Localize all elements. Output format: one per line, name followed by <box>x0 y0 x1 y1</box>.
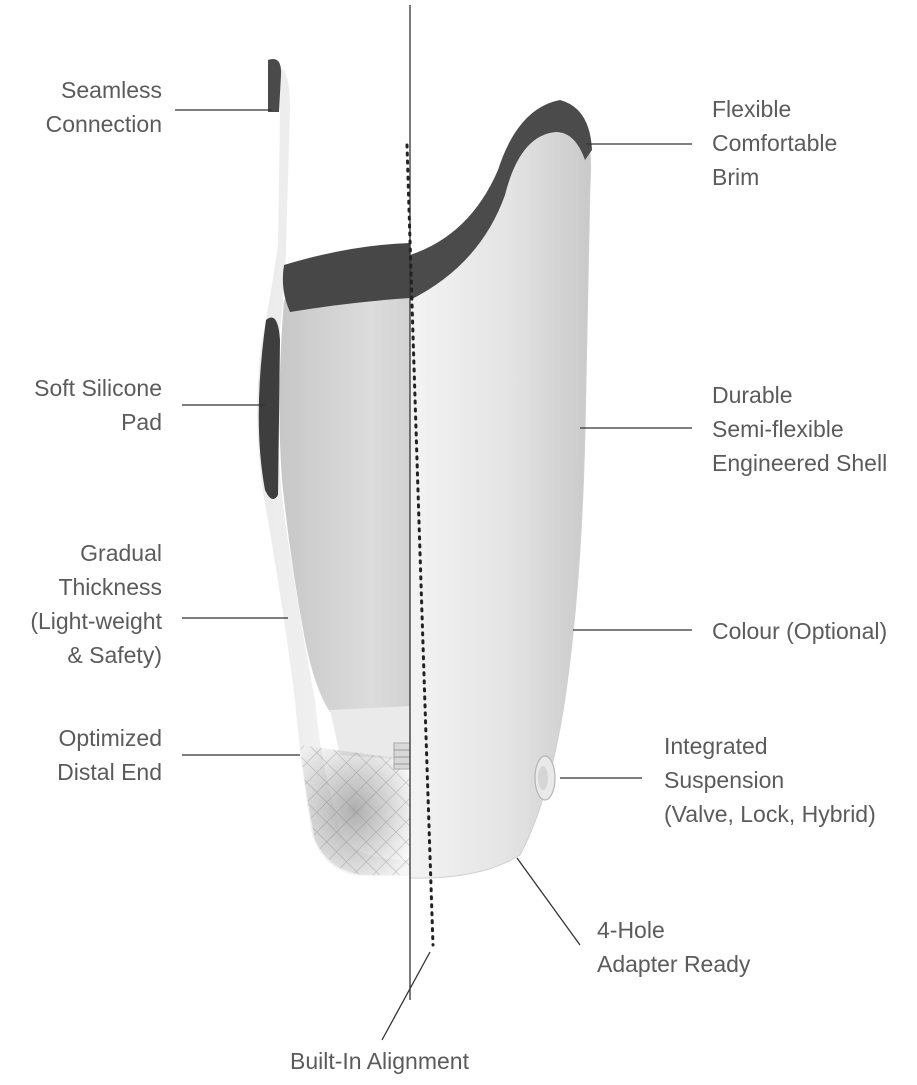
leader-four-hole-adapter <box>517 858 580 945</box>
callout-line: Soft Silicone <box>34 371 162 405</box>
callout-integrated-suspension: Integrated Suspension (Valve, Lock, Hybr… <box>664 729 876 831</box>
callout-line: Distal End <box>57 755 162 789</box>
callout-line: Thickness <box>30 570 162 604</box>
callout-line: Gradual <box>30 536 162 570</box>
adapter-bolt <box>394 743 410 769</box>
outer-shell <box>410 105 591 878</box>
callout-line: Optimized <box>57 721 162 755</box>
callout-durable-shell: Durable Semi-flexible Engineered Shell <box>712 378 887 480</box>
callout-optimized-distal-end: Optimized Distal End <box>57 721 162 789</box>
callout-line: Comfortable <box>712 126 837 160</box>
callout-line: Integrated <box>664 729 876 763</box>
callout-line: & Safety) <box>30 638 162 672</box>
callout-line: Engineered Shell <box>712 446 887 480</box>
callout-four-hole-adapter: 4-Hole Adapter Ready <box>597 913 750 981</box>
callout-line: Colour (Optional) <box>712 614 887 648</box>
callout-line: Brim <box>712 160 837 194</box>
callout-line: Pad <box>34 405 162 439</box>
callout-line: 4-Hole <box>597 913 750 947</box>
callout-seamless-connection: Seamless Connection <box>46 73 162 141</box>
callout-line: Flexible <box>712 92 837 126</box>
callout-built-in-alignment: Built-In Alignment <box>290 1044 469 1078</box>
suspension-valve <box>535 756 555 800</box>
callout-gradual-thickness: Gradual Thickness (Light-weight & Safety… <box>30 536 162 672</box>
callout-flexible-brim: Flexible Comfortable Brim <box>712 92 837 194</box>
callout-line: Connection <box>46 107 162 141</box>
callout-line: Suspension <box>664 763 876 797</box>
leader-built-in-alignment <box>382 952 430 1040</box>
seamless-tip <box>268 59 281 112</box>
callout-line: Adapter Ready <box>597 947 750 981</box>
callout-line: Seamless <box>46 73 162 107</box>
callout-line: Durable <box>712 378 887 412</box>
callout-line: Semi-flexible <box>712 412 887 446</box>
callout-colour-optional: Colour (Optional) <box>712 614 887 648</box>
callout-line: Built-In Alignment <box>290 1044 469 1078</box>
callout-line: (Light-weight <box>30 604 162 638</box>
callout-soft-silicone-pad: Soft Silicone Pad <box>34 371 162 439</box>
callout-line: (Valve, Lock, Hybrid) <box>664 797 876 831</box>
